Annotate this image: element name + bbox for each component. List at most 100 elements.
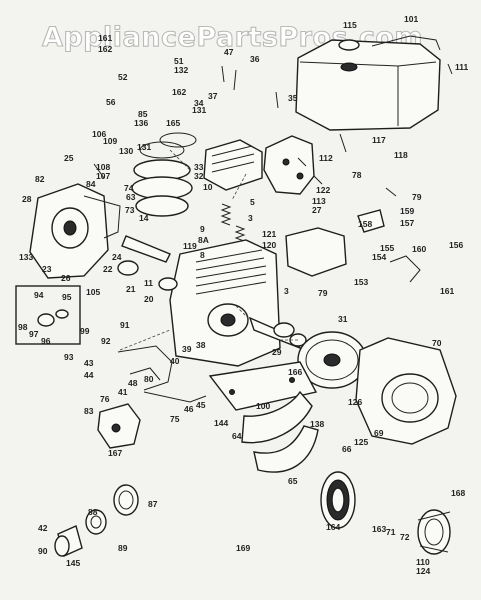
part-label: 78 xyxy=(352,170,362,180)
callout-labels: 115 101 161 162 47 36 111 52 51 132 162 … xyxy=(18,14,469,576)
part-label: 145 xyxy=(66,558,80,568)
sleeve xyxy=(54,525,83,557)
part-label: 109 xyxy=(103,136,117,146)
valve-springs xyxy=(220,203,246,245)
part-label: 100 xyxy=(256,401,270,411)
part-label: 28 xyxy=(22,194,32,204)
part-label: 39 xyxy=(182,344,192,354)
part-label: 160 xyxy=(412,244,426,254)
cylinder-head xyxy=(203,139,263,191)
crankcase-cover xyxy=(29,183,121,279)
part-label: 98 xyxy=(18,322,28,332)
part-label: 161 xyxy=(440,286,454,296)
part-label: 51 xyxy=(174,56,184,66)
part-label: 8A xyxy=(198,235,209,245)
baffle xyxy=(241,390,319,473)
part-label: 106 xyxy=(92,129,106,139)
part-label: 138 xyxy=(310,419,324,429)
air-cleaner xyxy=(131,132,197,217)
part-label: 79 xyxy=(318,288,328,298)
part-label: 82 xyxy=(35,174,45,184)
part-label: 166 xyxy=(288,367,302,377)
part-label: 9 xyxy=(200,224,205,234)
part-label: 31 xyxy=(338,314,348,324)
part-label: 74 xyxy=(124,183,134,193)
part-label: 35 xyxy=(288,93,298,103)
part-label: 65 xyxy=(288,476,298,486)
part-label: 105 xyxy=(86,287,100,297)
part-label: 33 xyxy=(194,162,204,172)
inset-box xyxy=(15,285,81,345)
part-label: 41 xyxy=(118,387,128,397)
fuel-tank xyxy=(295,35,441,131)
part-label: 36 xyxy=(250,54,260,64)
part-label: 120 xyxy=(262,240,276,250)
part-label: 87 xyxy=(148,499,158,509)
part-label: 124 xyxy=(416,566,430,576)
part-label: 119 xyxy=(183,241,197,251)
part-label: 132 xyxy=(174,65,188,75)
part-label: 3 xyxy=(248,213,253,223)
brackets-right xyxy=(285,209,421,283)
part-label: 66 xyxy=(342,444,352,454)
part-label: 8 xyxy=(200,250,205,260)
part-label: 32 xyxy=(194,171,204,181)
part-label: 56 xyxy=(106,97,116,107)
part-label: 5 xyxy=(250,197,255,207)
part-label: 157 xyxy=(400,218,414,228)
part-label: 11 xyxy=(144,278,153,288)
part-label: 131 xyxy=(192,105,206,115)
engine-block xyxy=(169,239,281,367)
part-label: 29 xyxy=(272,347,282,357)
rewind-starter xyxy=(320,471,356,529)
part-label: 37 xyxy=(208,91,218,101)
part-label: 118 xyxy=(394,150,408,160)
part-label: 90 xyxy=(38,546,48,556)
part-label: 92 xyxy=(101,336,111,346)
part-label: 107 xyxy=(96,171,110,181)
part-label: 70 xyxy=(432,338,442,348)
part-label: 26 xyxy=(61,273,71,283)
part-label: 42 xyxy=(38,523,48,533)
part-label: 38 xyxy=(196,340,206,350)
part-label: 131 xyxy=(137,142,151,152)
part-label: 47 xyxy=(224,47,234,57)
part-label: 163 xyxy=(372,524,386,534)
carburetor xyxy=(97,403,141,449)
part-label: 130 xyxy=(119,146,133,156)
part-label: 45 xyxy=(196,400,206,410)
part-label: 22 xyxy=(103,264,113,274)
watermark-text: AppliancePartsPros.com xyxy=(42,22,423,53)
part-label: 156 xyxy=(449,240,463,250)
part-label: 71 xyxy=(386,527,396,537)
governor-linkage xyxy=(117,345,207,403)
part-label: 113 xyxy=(312,196,326,206)
part-label: 115 xyxy=(343,20,357,30)
part-label: 34 xyxy=(194,98,204,108)
part-label: 159 xyxy=(400,206,414,216)
part-label: 48 xyxy=(128,378,138,388)
part-label: 121 xyxy=(262,229,276,239)
part-label: 97 xyxy=(29,329,39,339)
part-label: 79 xyxy=(412,192,422,202)
part-label: 27 xyxy=(312,205,322,215)
part-label: 158 xyxy=(358,219,372,229)
part-label: 153 xyxy=(354,277,368,287)
part-label: 108 xyxy=(96,162,110,172)
part-label: 133 xyxy=(19,252,33,262)
part-label: 83 xyxy=(84,406,94,416)
part-label: 72 xyxy=(400,532,410,542)
part-label: 73 xyxy=(125,205,135,215)
part-label: 24 xyxy=(112,252,122,262)
part-label: 126 xyxy=(348,397,362,407)
part-label: 101 xyxy=(404,14,418,24)
part-label: 85 xyxy=(138,109,148,119)
base-plate xyxy=(208,361,318,411)
part-label: 43 xyxy=(84,358,94,368)
bearing xyxy=(113,484,139,516)
part-label: 117 xyxy=(372,135,386,145)
part-label: 46 xyxy=(184,404,194,414)
part-label: 40 xyxy=(170,356,180,366)
